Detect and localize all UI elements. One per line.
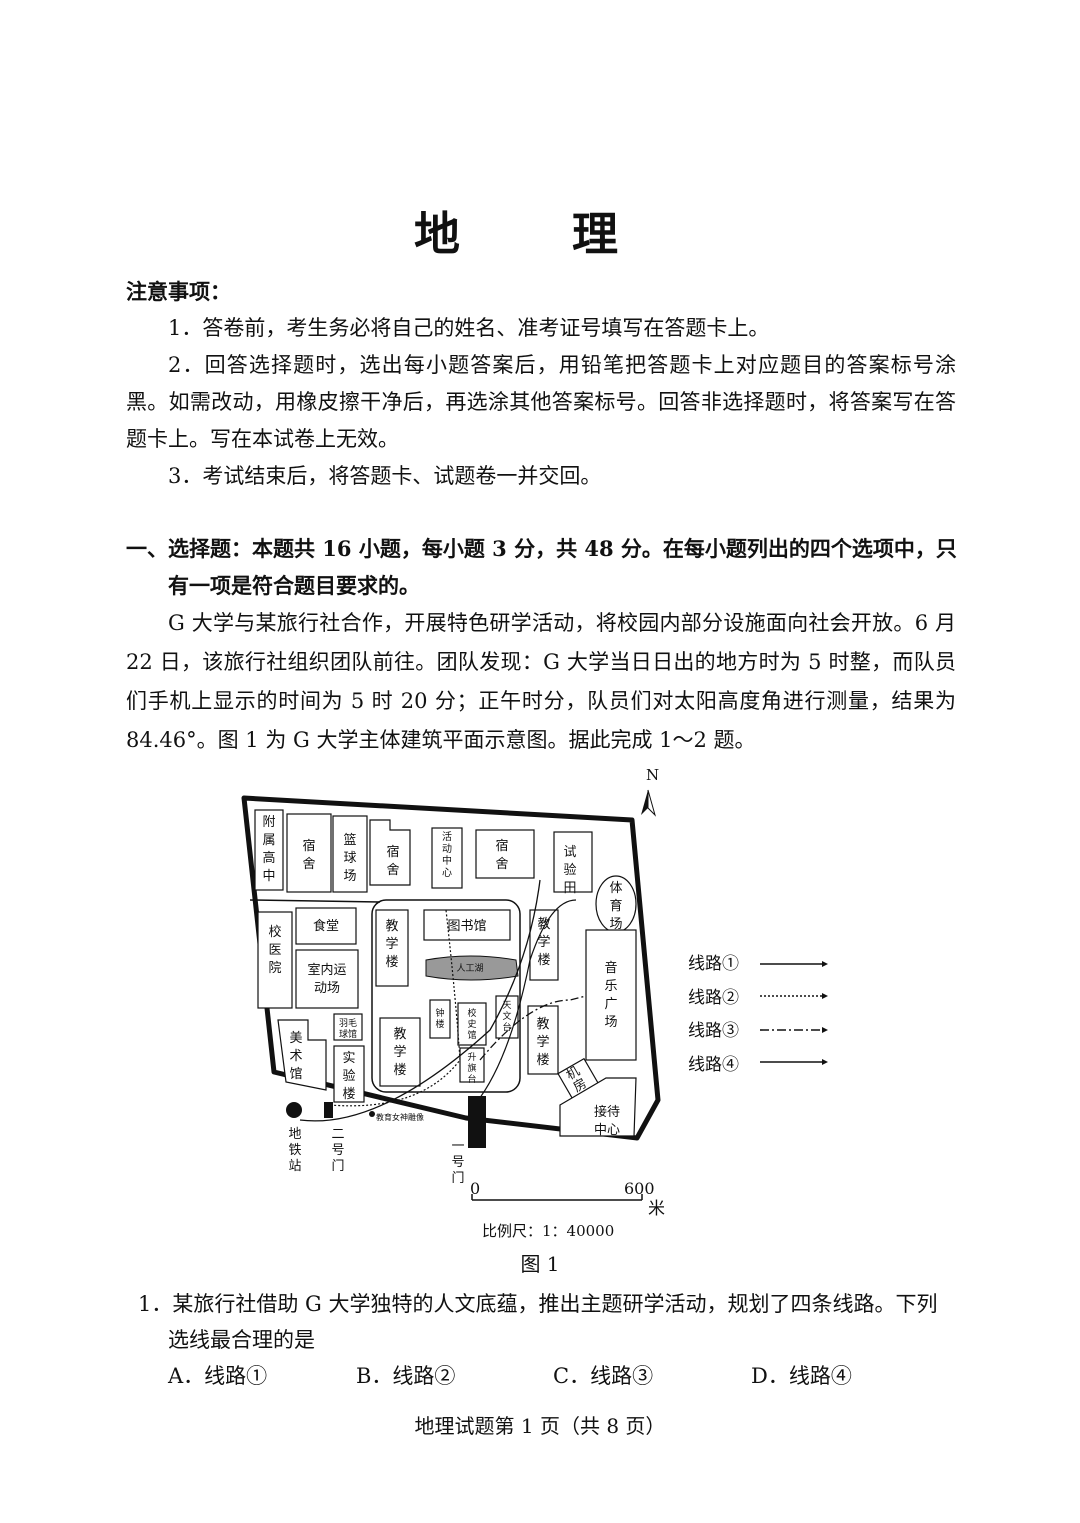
passage: G 大学与某旅行社合作，开展特色研学活动，将校园内部分设施面向社会开放。6 月 … (126, 611, 956, 752)
section-heading-line1: 一、选择题：本题共 16 小题，每小题 3 分，共 48 分。在每小题列出的四个… (126, 536, 957, 561)
question-1-line2: 选线最合理的是 (168, 1328, 315, 1352)
option-a: A．线路① (168, 1364, 268, 1388)
svg-text:教学楼: 教学楼 (536, 1016, 549, 1068)
svg-text:天文台: 天文台 (502, 1001, 511, 1033)
legend-route-4: 线路④ (688, 1055, 739, 1075)
svg-text:图书馆: 图书馆 (447, 919, 486, 934)
svg-text:校史馆: 校史馆 (467, 1007, 476, 1041)
svg-text:教学楼: 教学楼 (385, 918, 398, 970)
svg-text:食堂: 食堂 (313, 918, 339, 934)
scale-start: 0 (470, 1179, 480, 1198)
section-heading-line2: 有一项是符合题目要求的。 (168, 573, 420, 598)
svg-text:活动中心: 活动中心 (442, 831, 452, 879)
north-label: N (646, 766, 659, 784)
svg-text:接待中心: 接待中心 (594, 1104, 620, 1138)
svg-text:羽毛球馆: 羽毛球馆 (339, 1017, 357, 1040)
gate-1-icon (468, 1096, 486, 1148)
legend-route-1: 线路① (688, 954, 739, 974)
svg-text:音乐广场: 音乐广场 (604, 960, 617, 1030)
svg-text:美术馆: 美术馆 (289, 1031, 302, 1082)
svg-text:宿舍: 宿舍 (386, 844, 399, 878)
option-c: C．线路③ (553, 1364, 654, 1388)
question-1-line1: 1．某旅行社借助 G 大学独特的人文底蕴，推出主题研学活动，规划了四条线路。下列 (138, 1292, 938, 1316)
page-title: 地 理 (413, 207, 666, 261)
statue-icon (369, 1111, 375, 1117)
notice-item-1: 1．答卷前，考生务必将自己的姓名、准考证号填写在答题卡上。 (168, 316, 770, 340)
metro-station-icon (286, 1102, 302, 1118)
svg-text:体育场: 体育场 (609, 881, 622, 932)
svg-text:宿舍: 宿舍 (302, 838, 315, 872)
svg-text:室内运动场: 室内运动场 (307, 962, 346, 996)
gate-2-icon (324, 1102, 333, 1118)
scale-text: 比例尺：1：40000 (482, 1222, 614, 1240)
option-d: D．线路④ (751, 1364, 852, 1388)
svg-text:教学楼: 教学楼 (393, 1026, 406, 1078)
svg-text:地铁站: 地铁站 (288, 1127, 301, 1174)
svg-text:升旗台: 升旗台 (467, 1052, 476, 1085)
svg-text:一号门: 一号门 (451, 1139, 464, 1186)
option-b: B．线路② (356, 1364, 456, 1388)
svg-text:人工湖: 人工湖 (456, 963, 483, 974)
north-arrow-icon (641, 790, 648, 815)
label-fushu: 附属高中 (262, 815, 275, 884)
svg-text:教育女神雕像: 教育女神雕像 (376, 1112, 424, 1122)
svg-text:宿舍: 宿舍 (495, 838, 508, 872)
legend: 线路① 线路② 线路③ 线路④ (688, 954, 828, 1075)
scale-end: 600 (624, 1179, 655, 1198)
figure-caption: 图 1 (520, 1252, 560, 1276)
svg-text:教学楼: 教学楼 (537, 916, 550, 968)
legend-route-2: 线路② (688, 988, 739, 1008)
campus-map: N 附属高中 宿舍 篮球场 宿舍 (241, 766, 828, 1240)
svg-text:试验田: 试验田 (563, 845, 576, 896)
svg-text:实验楼: 实验楼 (342, 1051, 355, 1102)
notice-item-2: 2．回答选择题时，选出每小题答案后，用铅笔把答题卡上对应题目的答案标号涂黑。如需… (126, 353, 956, 451)
svg-text:钟楼: 钟楼 (435, 1007, 444, 1030)
legend-route-3: 线路③ (688, 1021, 739, 1041)
svg-text:篮球场: 篮球场 (343, 833, 356, 884)
svg-text:二号门: 二号门 (331, 1127, 344, 1174)
svg-text:校医院: 校医院 (268, 924, 281, 976)
page-footer: 地理试题第 1 页（共 8 页） (414, 1414, 666, 1438)
scale-unit: 米 (648, 1199, 665, 1219)
notice-item-3: 3．考试结束后，将答题卡、试题卷一并交回。 (168, 464, 602, 488)
notice-heading: 注意事项： (126, 279, 231, 304)
